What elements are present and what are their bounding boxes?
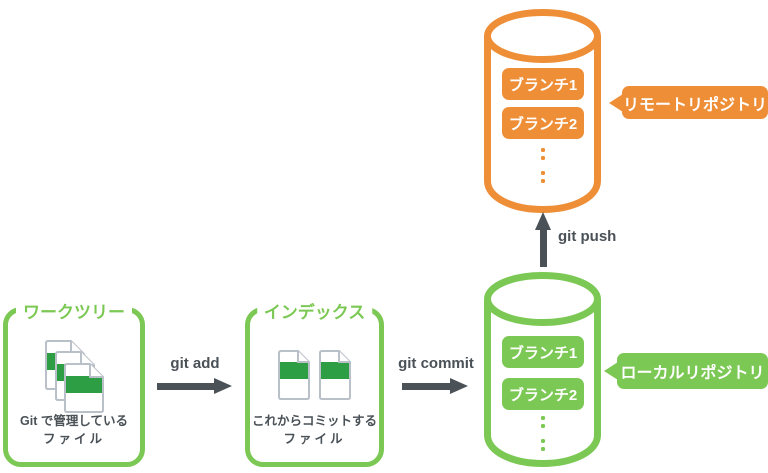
git-add-arrow-shaft <box>157 383 214 390</box>
remote-branch-1-badge: ブランチ1 <box>502 68 584 100</box>
callout-pointer-left-icon <box>609 93 623 112</box>
git-commit-arrow-shaft <box>402 383 450 390</box>
remote-branch-2-badge: ブランチ2 <box>502 107 584 139</box>
local-repo-label: ローカルリポジトリ <box>620 365 765 382</box>
git-commit-arrow-head-icon <box>450 378 468 394</box>
worktree-title: ワークツリー <box>16 298 132 323</box>
stacked-files-icon <box>45 340 104 413</box>
remote-repo-label: リモートリポジトリ <box>622 96 767 114</box>
index-caption-line2: ファイル <box>283 432 346 446</box>
staged-files-icon <box>278 350 351 400</box>
git-add-label: git add <box>170 355 220 372</box>
worktree-caption-line2: ファイル <box>42 432 105 446</box>
worktree-caption-line1: Git で管理している <box>20 414 128 428</box>
worktree-box: ワークツリー Git で管理している ファイル <box>3 298 145 467</box>
local-branch-2-badge: ブランチ2 <box>502 378 584 410</box>
git-push-arrow-shaft <box>540 229 547 267</box>
local-branch-1-badge: ブランチ1 <box>502 336 584 368</box>
git-add-arrow-head-icon <box>214 378 232 394</box>
index-box: インデックス これからコミットする ファイル <box>245 298 384 467</box>
index-title: インデックス <box>256 298 373 323</box>
remote-repo-callout: リモートリポジトリ <box>609 86 768 119</box>
git-commit-label: git commit <box>398 355 474 372</box>
callout-pointer-left-icon <box>604 362 618 380</box>
remote-ellipsis-dots <box>539 148 547 183</box>
git-push-label: git push <box>558 228 617 245</box>
index-caption-line1: これからコミットする <box>251 414 377 428</box>
local-ellipsis-dots <box>539 416 547 451</box>
local-repo-callout: ローカルリポジトリ <box>604 353 768 389</box>
git-push-arrow-head-icon <box>535 212 551 230</box>
